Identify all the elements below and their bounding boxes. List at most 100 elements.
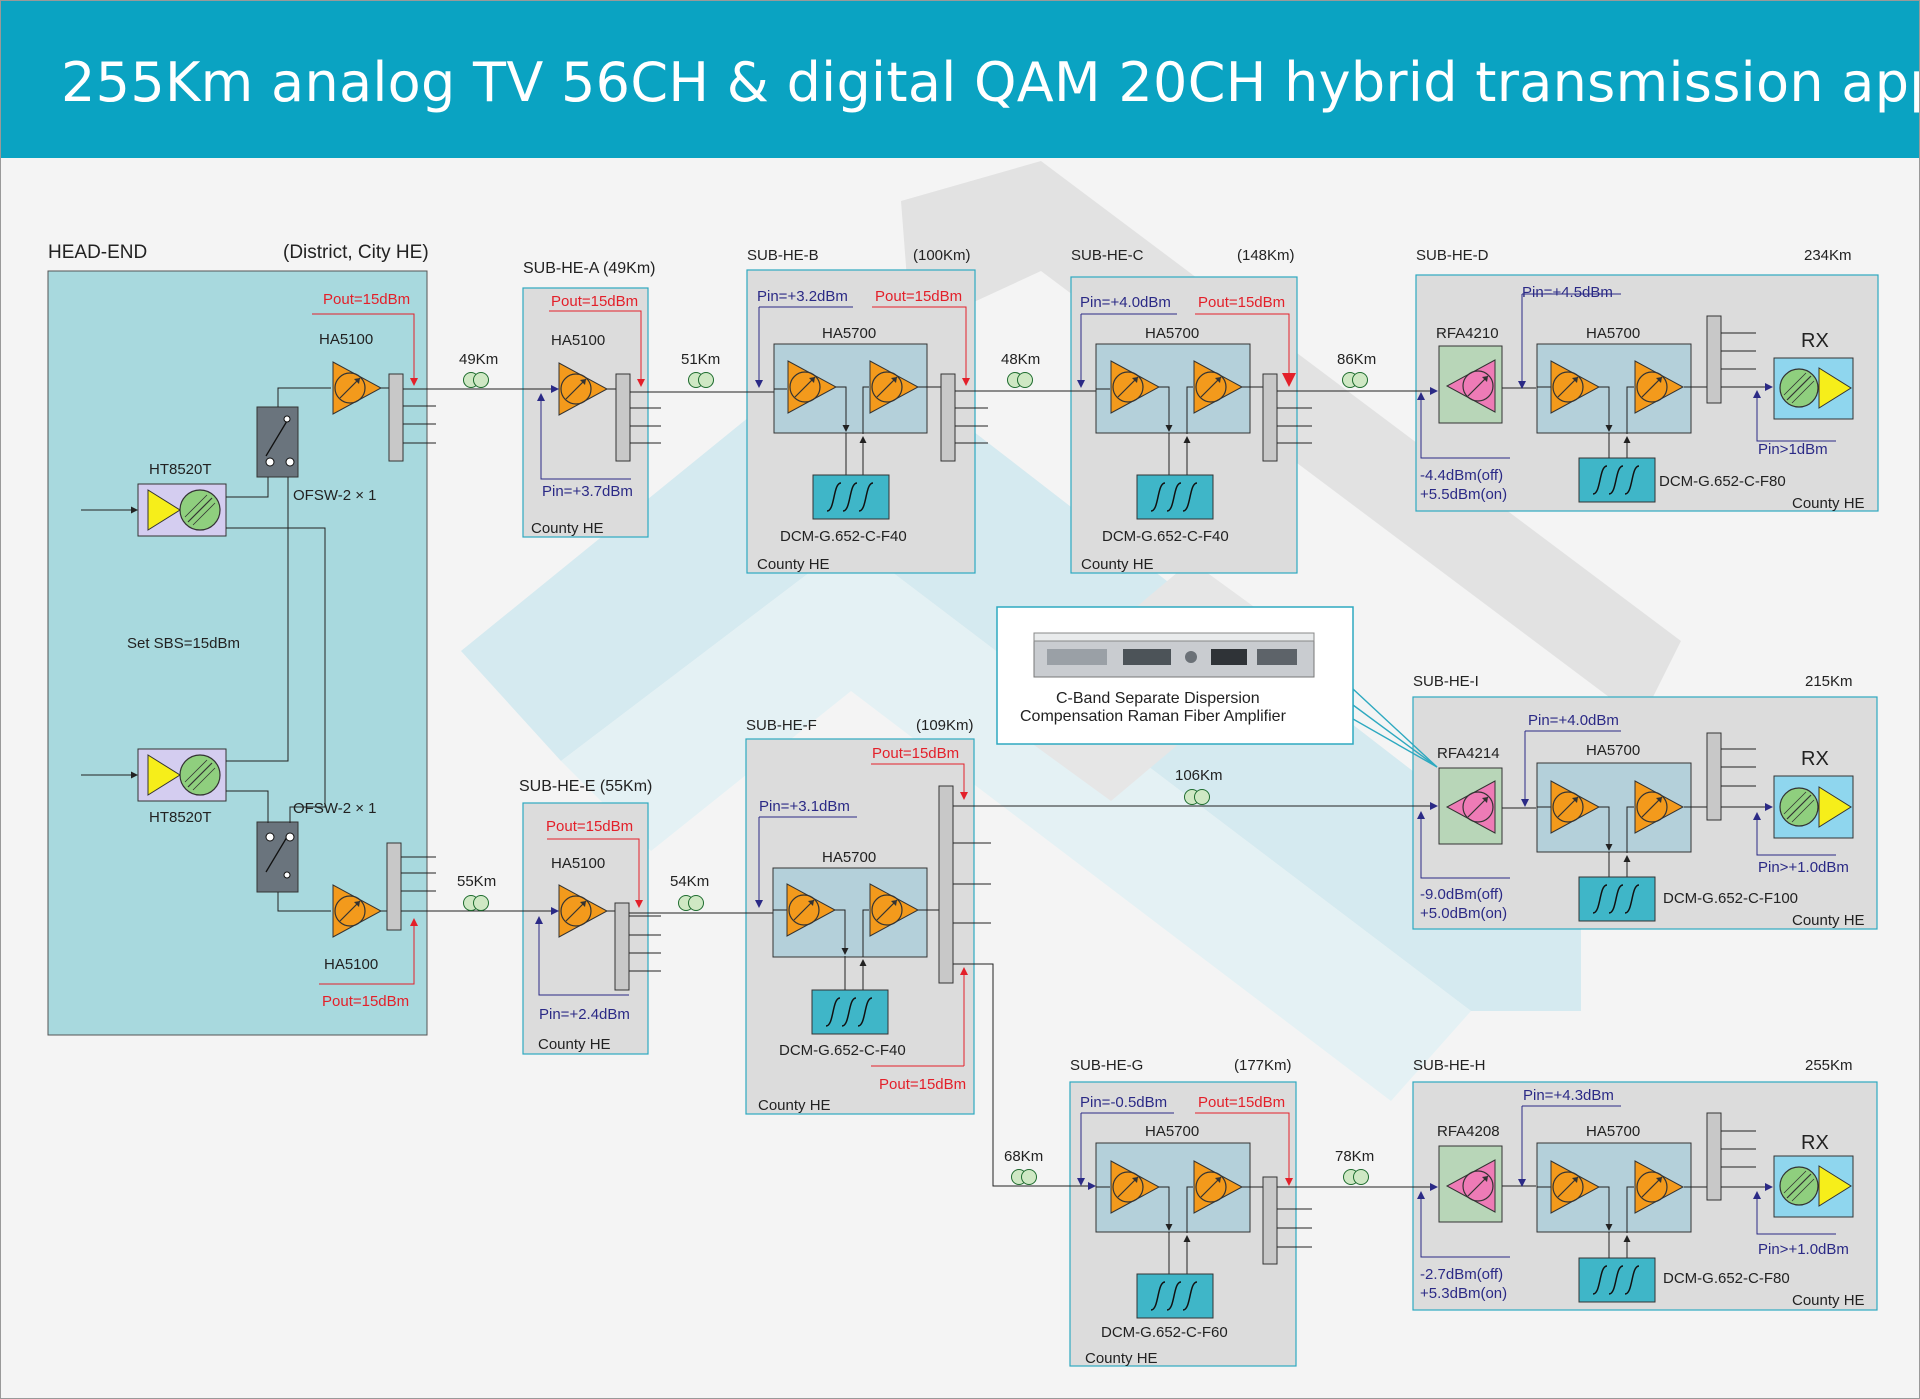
sub-he-f-dcm[interactable] xyxy=(811,989,889,1035)
sub-he-i-label: SUB-HE-I xyxy=(1413,673,1479,690)
sub-he-c-dcm-label: DCM-G.652-C-F40 xyxy=(1102,528,1229,545)
sub-he-i-raman-off: -9.0dBm(off) xyxy=(1420,886,1503,903)
fiber-coil-icon xyxy=(463,895,489,911)
sub-he-d-rx-pin: Pin>1dBm xyxy=(1758,441,1828,458)
span-106km-label: 106Km xyxy=(1175,767,1223,784)
headend-panel: HEAD-END (District, City HE) HT8520T HT8… xyxy=(47,242,436,1036)
transmitter-1[interactable] xyxy=(137,483,227,537)
span-86km-label: 86Km xyxy=(1337,351,1376,368)
sub-he-i-type: County HE xyxy=(1792,912,1865,929)
sub-he-b-amplifier-label: HA5700 xyxy=(822,325,876,342)
transmitter-2[interactable] xyxy=(137,748,227,802)
fiber-coil-icon xyxy=(688,372,714,388)
optical-switch-2[interactable] xyxy=(256,821,299,893)
sub-he-a-panel: SUB-HE-A (49Km) 49Km HA5100 Pout=15dBm P… xyxy=(403,260,661,538)
sub-he-i-dcm[interactable] xyxy=(1578,876,1656,922)
sub-he-h-raman-label: RFA4208 xyxy=(1437,1123,1500,1140)
sub-he-a-pin: Pin=+3.7dBm xyxy=(542,483,633,500)
sub-he-g-amplifier-label: HA5700 xyxy=(1145,1123,1199,1140)
sub-he-h-type: County HE xyxy=(1792,1292,1865,1309)
sub-he-g-type: County HE xyxy=(1085,1350,1158,1367)
sub-he-b-dcm[interactable] xyxy=(812,474,890,520)
span-55km-label: 55Km xyxy=(457,873,496,890)
sub-he-e-label: SUB-HE-E (55Km) xyxy=(519,778,652,795)
sub-he-d-pin: Pin=+4.5dBm xyxy=(1522,284,1613,301)
sub-he-h-rx-pin: Pin>+1.0dBm xyxy=(1758,1241,1849,1258)
sub-he-h-receiver[interactable] xyxy=(1773,1155,1854,1218)
sub-he-f-amplifier-label: HA5700 xyxy=(822,849,876,866)
sub-he-b-pin: Pin=+3.2dBm xyxy=(757,288,848,305)
sub-he-f-dcm-label: DCM-G.652-C-F40 xyxy=(779,1042,906,1059)
sub-he-d-raman-on: +5.5dBm(on) xyxy=(1420,486,1507,503)
callout-line-2: Compensation Raman Fiber Amplifier xyxy=(1020,708,1287,725)
sub-he-h-raman-off: -2.7dBm(off) xyxy=(1420,1266,1503,1283)
raman-amplifier-chassis-image xyxy=(1033,632,1315,678)
sub-he-d-dcm[interactable] xyxy=(1578,457,1656,503)
sub-he-d-raman-off: -4.4dBm(off) xyxy=(1420,467,1503,484)
sub-he-h-dcm[interactable] xyxy=(1578,1257,1656,1303)
headend-amplifier-1-label: HA5100 xyxy=(319,331,373,348)
sub-he-c-distance: (148Km) xyxy=(1237,247,1295,264)
sub-he-c-dcm[interactable] xyxy=(1136,474,1214,520)
sub-he-c-amplifier-label: HA5700 xyxy=(1145,325,1199,342)
sub-he-g-panel: SUB-HE-G (177Km) 68Km HA5700 DCM-G.652-C… xyxy=(953,963,1312,1367)
sub-he-h-pin: Pin=+4.3dBm xyxy=(1523,1087,1614,1104)
sub-he-e-pout: Pout=15dBm xyxy=(546,818,633,835)
sub-he-g-pout: Pout=15dBm xyxy=(1198,1094,1285,1111)
fiber-coil-icon xyxy=(463,372,489,388)
sub-he-g-pin: Pin=-0.5dBm xyxy=(1080,1094,1167,1111)
sub-he-g-distance: (177Km) xyxy=(1234,1057,1292,1074)
sub-he-g-dcm[interactable] xyxy=(1136,1273,1214,1319)
fiber-coil-icon xyxy=(678,895,704,911)
optical-switch-2-label: OFSW-2 × 1 xyxy=(293,800,377,817)
sub-he-i-panel: SUB-HE-I 215Km 106Km RFA4214 HA5700 DCM-… xyxy=(953,673,1878,930)
sub-he-h-raman-on: +5.3dBm(on) xyxy=(1420,1285,1507,1302)
sub-he-i-receiver[interactable] xyxy=(1773,775,1854,839)
sub-he-c-pout: Pout=15dBm xyxy=(1198,294,1285,311)
sub-he-d-type: County HE xyxy=(1792,495,1865,512)
headend-amplifier-2-label: HA5100 xyxy=(324,956,378,973)
transmitter-1-label: HT8520T xyxy=(149,461,212,478)
sub-he-c-pin: Pin=+4.0dBm xyxy=(1080,294,1171,311)
sub-he-h-dcm-label: DCM-G.652-C-F80 xyxy=(1663,1270,1790,1287)
sub-he-a-label: SUB-HE-A (49Km) xyxy=(523,260,655,277)
sub-he-d-panel: SUB-HE-D 234Km 86Km RFA4210 HA5700 DCM-G… xyxy=(1277,247,1879,512)
sub-he-c-panel: SUB-HE-C (148Km) 48Km HA5700 DCM-G.652-C… xyxy=(955,247,1312,574)
span-78km-label: 78Km xyxy=(1335,1148,1374,1165)
sub-he-i-raman-on: +5.0dBm(on) xyxy=(1420,905,1507,922)
sub-he-d-distance: 234Km xyxy=(1804,247,1852,264)
sub-he-e-amplifier-label: HA5100 xyxy=(551,855,605,872)
sub-he-i-pin: Pin=+4.0dBm xyxy=(1528,712,1619,729)
callout-line-1: C-Band Separate Dispersion xyxy=(1056,690,1260,707)
title-banner: 255Km analog TV 56CH & digital QAM 20CH … xyxy=(1,1,1919,158)
sbs-setting: Set SBS=15dBm xyxy=(127,635,240,652)
fiber-coil-icon xyxy=(1007,372,1033,388)
sub-he-d-receiver[interactable] xyxy=(1773,357,1854,420)
sub-he-f-pout-bottom: Pout=15dBm xyxy=(879,1076,966,1093)
page-title: 255Km analog TV 56CH & digital QAM 20CH … xyxy=(61,51,1919,114)
sub-he-d-amplifier-label: HA5700 xyxy=(1586,325,1640,342)
sub-he-e-panel: SUB-HE-E (55Km) 55Km HA5100 Pout=15dBm P… xyxy=(401,778,661,1055)
sub-he-i-dcm-label: DCM-G.652-C-F100 xyxy=(1663,890,1798,907)
sub-he-f-pin: Pin=+3.1dBm xyxy=(759,798,850,815)
sub-he-a-type: County HE xyxy=(531,520,604,537)
sub-he-c-type: County HE xyxy=(1081,556,1154,573)
sub-he-a-amplifier-label: HA5100 xyxy=(551,332,605,349)
sub-he-e-type: County HE xyxy=(538,1036,611,1053)
span-68km-label: 68Km xyxy=(1004,1148,1043,1165)
sub-he-i-rx-label: RX xyxy=(1801,748,1829,770)
sub-he-i-rx-pin: Pin>+1.0dBm xyxy=(1758,859,1849,876)
headend-amplifier-2-pout: Pout=15dBm xyxy=(322,993,409,1010)
fiber-coil-icon xyxy=(1343,1169,1369,1185)
sub-he-a-pout: Pout=15dBm xyxy=(551,293,638,310)
sub-he-h-distance: 255Km xyxy=(1805,1057,1853,1074)
optical-switch-1[interactable] xyxy=(256,406,299,478)
sub-he-f-pout-top: Pout=15dBm xyxy=(872,745,959,762)
sub-he-b-dcm-label: DCM-G.652-C-F40 xyxy=(780,528,907,545)
sub-he-c-label: SUB-HE-C xyxy=(1071,247,1144,264)
sub-he-h-amplifier-label: HA5700 xyxy=(1586,1123,1640,1140)
fiber-coil-icon xyxy=(1342,372,1368,388)
sub-he-h-label: SUB-HE-H xyxy=(1413,1057,1486,1074)
